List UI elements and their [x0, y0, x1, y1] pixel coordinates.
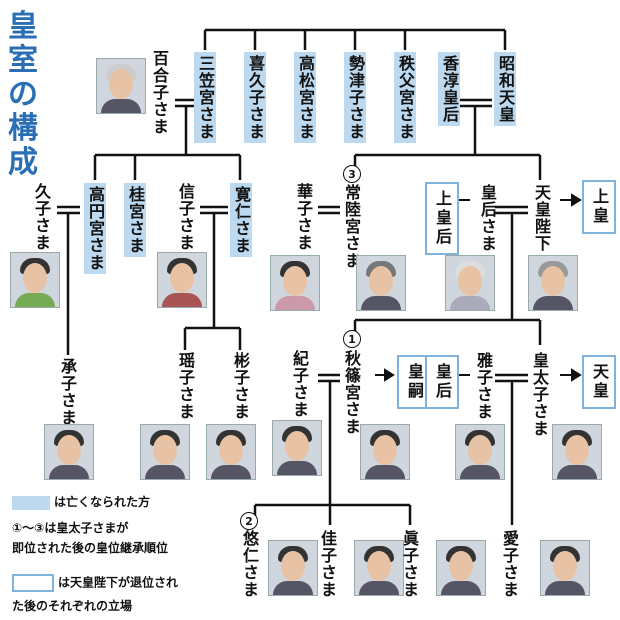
photo-crown-prince — [552, 424, 602, 480]
photo-empress — [445, 255, 495, 311]
member-takamatsu: 高松宮さま — [294, 52, 316, 143]
member-yoko: 瑶子さま — [176, 352, 195, 420]
member-hisahito: 悠仁さま — [240, 530, 259, 598]
member-hisako: 久子さま — [32, 183, 51, 251]
legend-role-box: は天皇陛下が退位され た後のそれぞれの立場 — [12, 574, 179, 613]
legend-deceased: は亡くなられた方 — [12, 494, 150, 510]
rank-badge-hitachi: 3 — [343, 165, 361, 183]
photo-hisako — [10, 252, 60, 308]
photo-hanako — [270, 255, 320, 311]
member-kako: 佳子さま — [318, 530, 337, 598]
member-crown-prince: 皇太子さま — [530, 352, 549, 437]
photo-yuriko — [96, 58, 146, 114]
member-aiko: 愛子さま — [500, 530, 519, 598]
photo-yoko — [140, 424, 190, 480]
member-chichibu: 秩父宮さま — [394, 52, 416, 143]
photo-mako — [436, 540, 486, 596]
photo-nobuko — [157, 252, 207, 308]
member-yuriko: 百合子さま — [150, 50, 169, 135]
photo-akiko — [206, 424, 256, 480]
member-akiko: 彬子さま — [231, 352, 250, 420]
legend-deceased-swatch — [12, 495, 50, 510]
member-tomohito: 寛仁さま — [230, 183, 252, 257]
member-kiko: 紀子さま — [290, 350, 309, 418]
legend-role-box-swatch — [12, 574, 54, 592]
role-box-crown-prince-future: 天皇 — [582, 355, 616, 409]
member-takamado: 高円宮さま — [84, 183, 106, 274]
rank-badge-akishino: 1 — [343, 330, 361, 348]
member-showa: 昭和天皇 — [494, 52, 516, 126]
photo-emperor — [528, 255, 578, 311]
legend-succession: ①～③は皇太子さまが 即位された後の皇位継承順位 — [12, 521, 169, 555]
photo-aiko — [540, 540, 590, 596]
member-hanako: 華子さま — [294, 183, 313, 251]
photo-masako — [455, 424, 505, 480]
role-box-empress-future: 上皇后 — [425, 182, 459, 255]
photo-kiko — [272, 420, 322, 476]
member-setsuko: 勢津子さま — [344, 52, 366, 143]
role-box-emperor-future: 上皇 — [582, 180, 616, 234]
member-nobuko: 信子さま — [176, 183, 195, 251]
member-empress: 皇后さま — [478, 184, 497, 252]
rank-badge-hisahito: 2 — [240, 512, 258, 530]
role-box-masako-future: 皇后 — [425, 355, 459, 409]
member-masako: 雅子さま — [474, 352, 493, 420]
member-emperor: 天皇陛下 — [532, 184, 551, 252]
member-akishino: 秋篠宮さま — [342, 350, 361, 435]
member-katsura: 桂宮さま — [124, 183, 146, 257]
member-kikuko: 喜久子さま — [244, 52, 266, 143]
photo-kako — [354, 540, 404, 596]
member-kojun: 香淳皇后 — [438, 52, 460, 126]
photo-tsuguko — [44, 424, 94, 480]
photo-hitachi — [356, 255, 406, 311]
photo-hisahito — [268, 540, 318, 596]
photo-akishino — [360, 424, 410, 480]
member-hitachi: 常陸宮さま — [342, 184, 361, 269]
member-mikasa: 三笠宮さま — [194, 52, 216, 143]
member-mako: 眞子さま — [400, 530, 419, 598]
member-tsuguko: 承子さま — [58, 358, 77, 426]
page-title: 皇室の構成 — [8, 9, 38, 180]
